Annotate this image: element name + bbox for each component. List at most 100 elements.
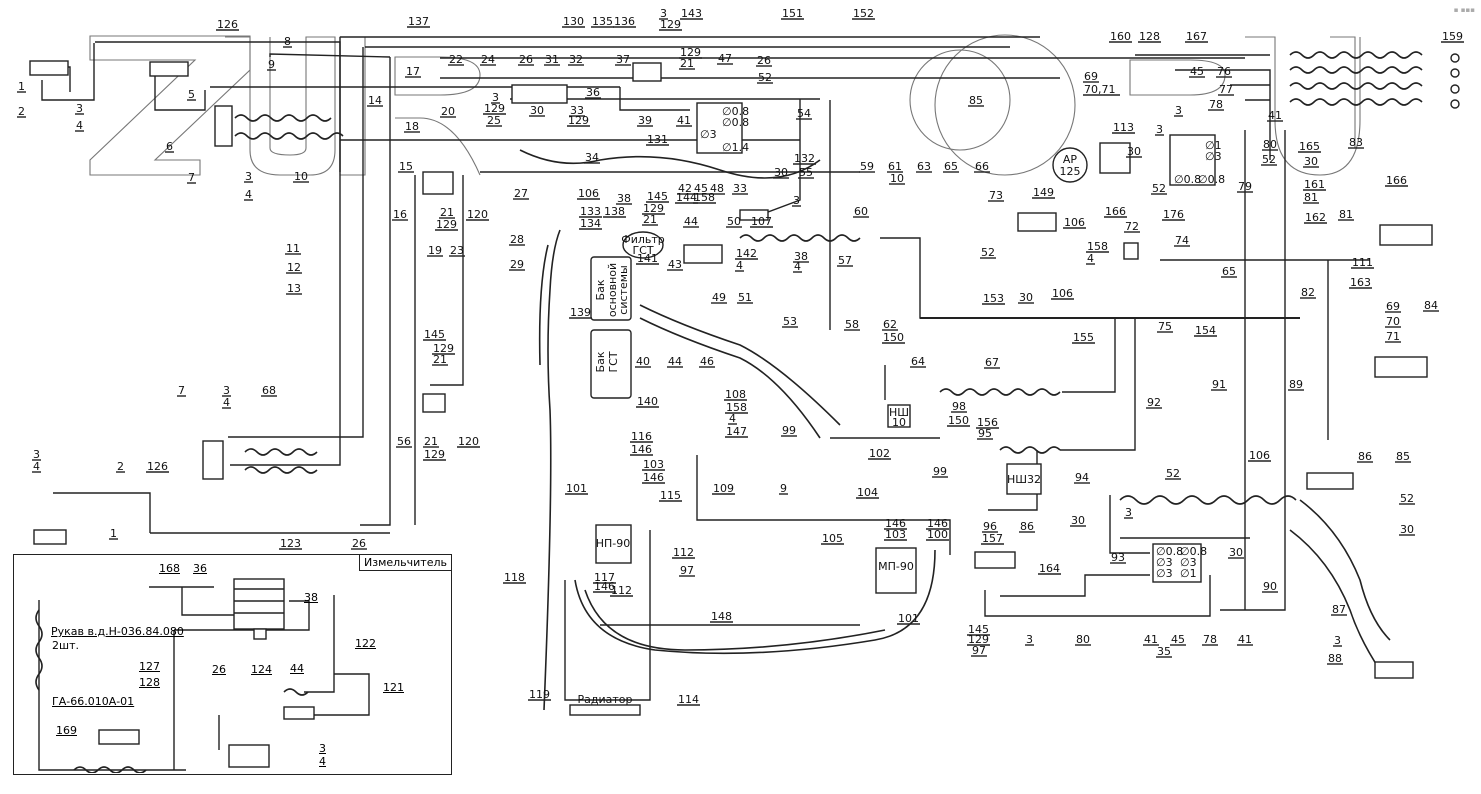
callout-111: 111 (1352, 256, 1373, 269)
callout-90: 90 (1263, 580, 1277, 593)
callout-164: 164 (1039, 562, 1060, 575)
callout-98: 98 (952, 400, 966, 413)
callout-101: 101 (898, 612, 919, 625)
callout-159: 159 (1442, 30, 1463, 43)
callout-30: 30 (774, 166, 788, 179)
callout-107: 107 (751, 215, 772, 228)
callout-86: 86 (1020, 520, 1034, 533)
callout-21: 21 (680, 57, 694, 70)
callout-145: 145 (424, 328, 445, 341)
callout-6: 6 (166, 140, 173, 153)
callout-78: 78 (1203, 633, 1217, 646)
callout-95: 95 (978, 427, 992, 440)
callout-163: 163 (1350, 276, 1371, 289)
callout-68: 68 (262, 384, 276, 397)
callout-67: 67 (985, 356, 999, 369)
callout-3: 3 (1156, 123, 1163, 136)
callout-37: 37 (616, 53, 630, 66)
callout-130: 130 (563, 15, 584, 28)
callout-133: 133 (580, 205, 601, 218)
callout-77: 77 (1219, 83, 1233, 96)
callout-29: 29 (510, 258, 524, 271)
callout-45: 45 (1171, 633, 1185, 646)
valve-cell: ∅0.8 (1180, 545, 1207, 558)
callout-93: 93 (1111, 551, 1125, 564)
callout-160: 160 (1110, 30, 1131, 43)
callout-86: 86 (1358, 450, 1372, 463)
callout-115: 115 (660, 489, 681, 502)
callout-65: 65 (944, 160, 958, 173)
callout-117: 117 (594, 571, 615, 584)
callout-4: 4 (223, 396, 230, 409)
callout-13: 13 (287, 282, 301, 295)
valve-block-bottom: ∅0.8 ∅0.8 ∅3 ∅3 ∅3 ∅1 (1156, 545, 1207, 580)
callout-57: 57 (838, 254, 852, 267)
callout-102: 102 (869, 447, 890, 460)
callout-3: 3 (1175, 104, 1182, 117)
callout-3: 3 (1125, 506, 1132, 519)
callout-106: 106 (1249, 449, 1270, 462)
callout-10: 10 (890, 172, 904, 185)
callout-4: 4 (245, 188, 252, 201)
callout-55: 55 (799, 166, 813, 179)
callout-81: 81 (1304, 191, 1318, 204)
inset-callout-3: 3 (319, 742, 326, 755)
callout-28: 28 (510, 233, 524, 246)
callout-129: 129 (968, 633, 989, 646)
callout-30: 30 (1071, 514, 1085, 527)
callout-18: 18 (405, 120, 419, 133)
callout-112: 112 (611, 584, 632, 597)
callout-46: 46 (700, 355, 714, 368)
valve-cell: ∅3 (1156, 556, 1173, 569)
callout-23: 23 (450, 244, 464, 257)
callout-52: 52 (1400, 492, 1414, 505)
nsh32-label: НШ32 (1007, 473, 1041, 486)
callout-3: 3 (76, 102, 83, 115)
inset-callout-128: 128 (139, 676, 160, 689)
callout-12: 12 (287, 261, 301, 274)
np90-label: НП-90 (596, 537, 631, 550)
callout-80: 80 (1263, 138, 1277, 151)
valve-cell: ∅3 (1205, 150, 1222, 163)
valve-cell: ∅0.8 (1156, 545, 1183, 558)
callout-145: 145 (647, 190, 668, 203)
mp90-label: МП-90 (878, 560, 914, 573)
callout-3: 3 (492, 91, 499, 104)
callout-30: 30 (1400, 523, 1414, 536)
callout-41: 41 (1238, 633, 1252, 646)
valve-cell: ∅0.8 (1174, 173, 1201, 186)
callout-141: 141 (637, 252, 658, 265)
callout-79: 79 (1238, 180, 1252, 193)
callout-48: 48 (710, 182, 724, 195)
callout-21: 21 (643, 213, 657, 226)
tank-main-label-1: Бак (594, 279, 607, 300)
callout-99: 99 (933, 465, 947, 478)
valve-cell: ∅1 (1180, 567, 1197, 580)
inset-diagram (35, 578, 370, 773)
callout-126: 126 (147, 460, 168, 473)
callout-33: 33 (733, 182, 747, 195)
callout-4: 4 (33, 460, 40, 473)
callout-21: 21 (424, 435, 438, 448)
callout-51: 51 (738, 291, 752, 304)
callout-4: 4 (1087, 252, 1094, 265)
callout-106: 106 (1064, 216, 1085, 229)
callout-78: 78 (1209, 98, 1223, 111)
tank-main-label-2: основной (606, 263, 619, 317)
callout-47: 47 (718, 52, 732, 65)
callout-99: 99 (782, 424, 796, 437)
valve-cell: ∅3 (700, 128, 717, 141)
valve-cell: ∅0.8 (722, 116, 749, 129)
callout-20: 20 (441, 105, 455, 118)
callout-3: 3 (793, 194, 800, 207)
callout-120: 120 (458, 435, 479, 448)
callout-40: 40 (636, 355, 650, 368)
callout-89: 89 (1289, 378, 1303, 391)
callout-165: 165 (1299, 140, 1320, 153)
callout-80: 80 (1076, 633, 1090, 646)
callout-97: 97 (972, 644, 986, 657)
callout-44: 44 (684, 215, 698, 228)
callout-129: 129 (433, 342, 454, 355)
callout-158: 158 (726, 401, 747, 414)
